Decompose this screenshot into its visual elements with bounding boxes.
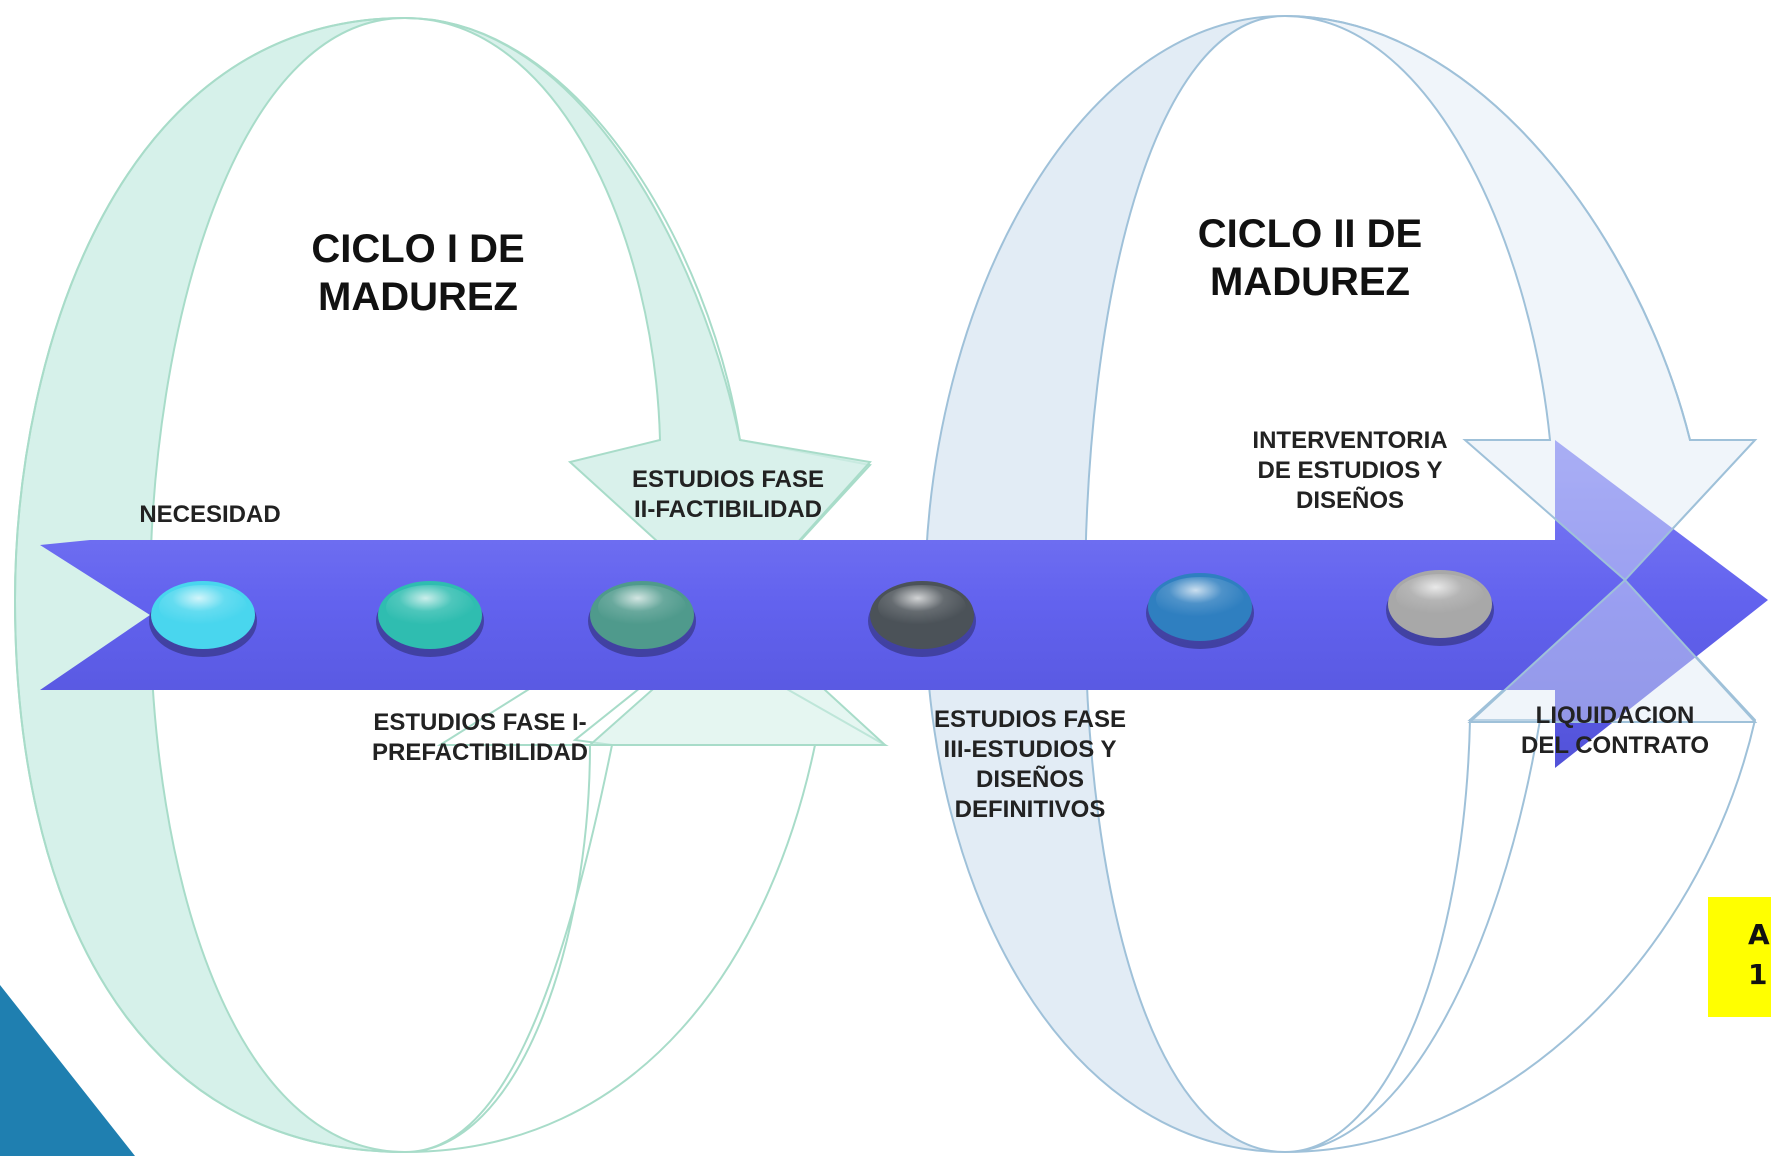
stage-label-line: DISEÑOS bbox=[1295, 487, 1405, 514]
stage-label-line: ESTUDIOS FASE I- bbox=[373, 709, 587, 736]
stage-label-line: II-FACTIBILIDAD bbox=[634, 496, 822, 523]
stage-nodes bbox=[149, 570, 1494, 657]
stage-label-line: DISEÑOS bbox=[975, 766, 1085, 793]
sticky-note-line2: 1 bbox=[1748, 958, 1768, 991]
cycle-2-back-band bbox=[923, 15, 1286, 1153]
cycle-1-title-line2: MADUREZ bbox=[318, 275, 518, 319]
stage-label-interventoria: INTERVENTORIA DE ESTUDIOS Y DISEÑOS bbox=[1210, 426, 1490, 516]
stage-label-line: DE ESTUDIOS Y bbox=[1257, 457, 1443, 484]
cycle-2-tail bbox=[1467, 578, 1758, 723]
stage-node-highlight bbox=[1156, 577, 1244, 621]
stage-label-line: DEL CONTRATO bbox=[1520, 732, 1709, 759]
stage-node-highlight bbox=[878, 585, 966, 629]
cycle-2-title: CICLO II DE MADUREZ bbox=[1160, 210, 1460, 306]
stage-node bbox=[868, 581, 976, 657]
stage-label-line: ESTUDIOS FASE bbox=[631, 466, 825, 493]
stage-node bbox=[588, 581, 696, 657]
stage-node bbox=[1146, 573, 1254, 649]
stage-node bbox=[376, 581, 484, 657]
stage-node-highlight bbox=[159, 585, 247, 629]
sticky-note: A 1 bbox=[1708, 897, 1771, 1017]
cycle-2-arrow-head bbox=[1284, 15, 1758, 582]
stage-label-fase-3: ESTUDIOS FASE III-ESTUDIOS Y DISEÑOS DEF… bbox=[885, 705, 1175, 825]
stage-label-line: PREFACTIBILIDAD bbox=[372, 739, 588, 766]
stage-node bbox=[149, 581, 257, 657]
stage-node bbox=[1386, 570, 1494, 646]
stage-label-fase-2: ESTUDIOS FASE II-FACTIBILIDAD bbox=[588, 465, 868, 525]
corner-accent bbox=[0, 985, 135, 1156]
stage-label-line: DEFINITIVOS bbox=[954, 796, 1106, 823]
stage-label-line: LIQUIDACION bbox=[1535, 702, 1695, 729]
stage-label-line: III-ESTUDIOS Y bbox=[943, 736, 1117, 763]
stage-label-necesidad: NECESIDAD bbox=[110, 500, 310, 530]
stage-label-fase-1: ESTUDIOS FASE I- PREFACTIBILIDAD bbox=[330, 708, 630, 768]
stage-node-highlight bbox=[598, 585, 686, 629]
stage-node-highlight bbox=[386, 585, 474, 629]
cycle-2-title-line2: MADUREZ bbox=[1210, 260, 1410, 304]
cycle-2-title-line1: CICLO II DE bbox=[1197, 212, 1423, 256]
stage-label-line: NECESIDAD bbox=[139, 501, 281, 528]
cycle-1-title: CICLO I DE MADUREZ bbox=[268, 225, 568, 321]
sticky-note-line1: A bbox=[1748, 918, 1770, 951]
stage-label-line: ESTUDIOS FASE bbox=[933, 706, 1127, 733]
cycle-1-arrow-head bbox=[404, 17, 872, 614]
stage-label-liquidacion: LIQUIDACION DEL CONTRATO bbox=[1480, 701, 1750, 761]
stage-label-line: INTERVENTORIA bbox=[1252, 427, 1448, 454]
cycle-1-title-line1: CICLO I DE bbox=[311, 227, 525, 271]
stage-node-highlight bbox=[1396, 574, 1484, 618]
